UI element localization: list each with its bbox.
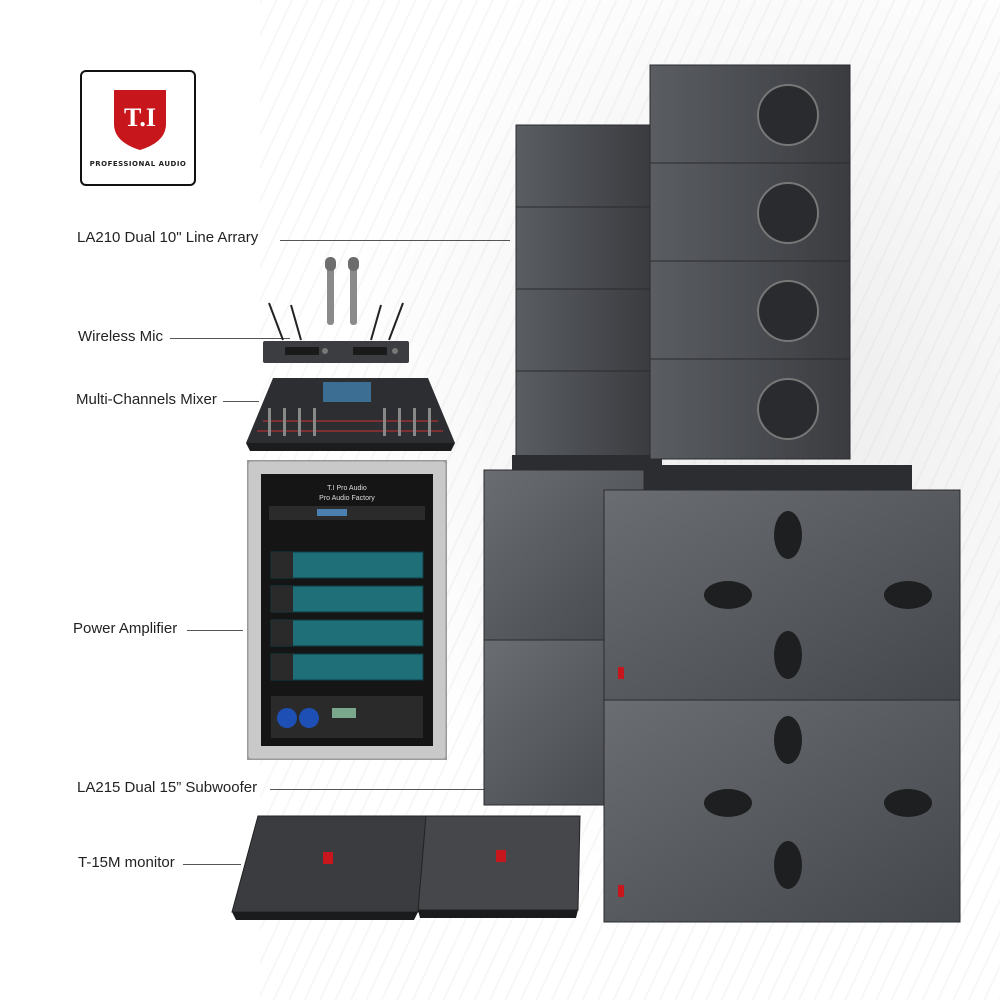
callout-monitor: T-15M monitor [78,854,175,871]
leader-wireless-mic [170,338,290,339]
mixer-image [246,378,455,451]
leader-mixer [223,401,259,402]
leader-power-amp [187,630,243,631]
line-array-left-column [512,124,662,477]
shield-logo-icon: T.I [114,90,166,150]
svg-text:T.I: T.I [124,103,156,132]
stage-monitors-image [231,815,581,920]
subwoofer-front [603,489,961,923]
svg-text:Pro Audio Factory: Pro Audio Factory [319,495,375,502]
leader-subwoofer [270,789,528,790]
line-array-right-column [642,64,912,495]
leader-line-array [280,240,510,241]
callout-subwoofer: LA215 Dual 15” Subwoofer [77,779,258,796]
wireless-mic-image [263,257,409,363]
callout-line-array: LA210 Dual 10" Line Arrary [77,229,259,246]
line-array-and-subwoofer-stack [483,64,961,923]
brand-logo: T.I PROFESSIONAL AUDIO [80,70,196,186]
power-amplifier-rack: T.I Pro Audio Pro Audio Factory [245,458,449,762]
callout-power-amp: Power Amplifier [73,620,178,637]
callout-mixer: Multi-Channels Mixer [76,391,217,408]
logo-tagline: PROFESSIONAL AUDIO [89,160,187,168]
leader-monitor [183,864,241,865]
svg-text:T.I Pro Audio: T.I Pro Audio [327,485,367,492]
callout-wireless-mic: Wireless Mic [78,328,163,345]
